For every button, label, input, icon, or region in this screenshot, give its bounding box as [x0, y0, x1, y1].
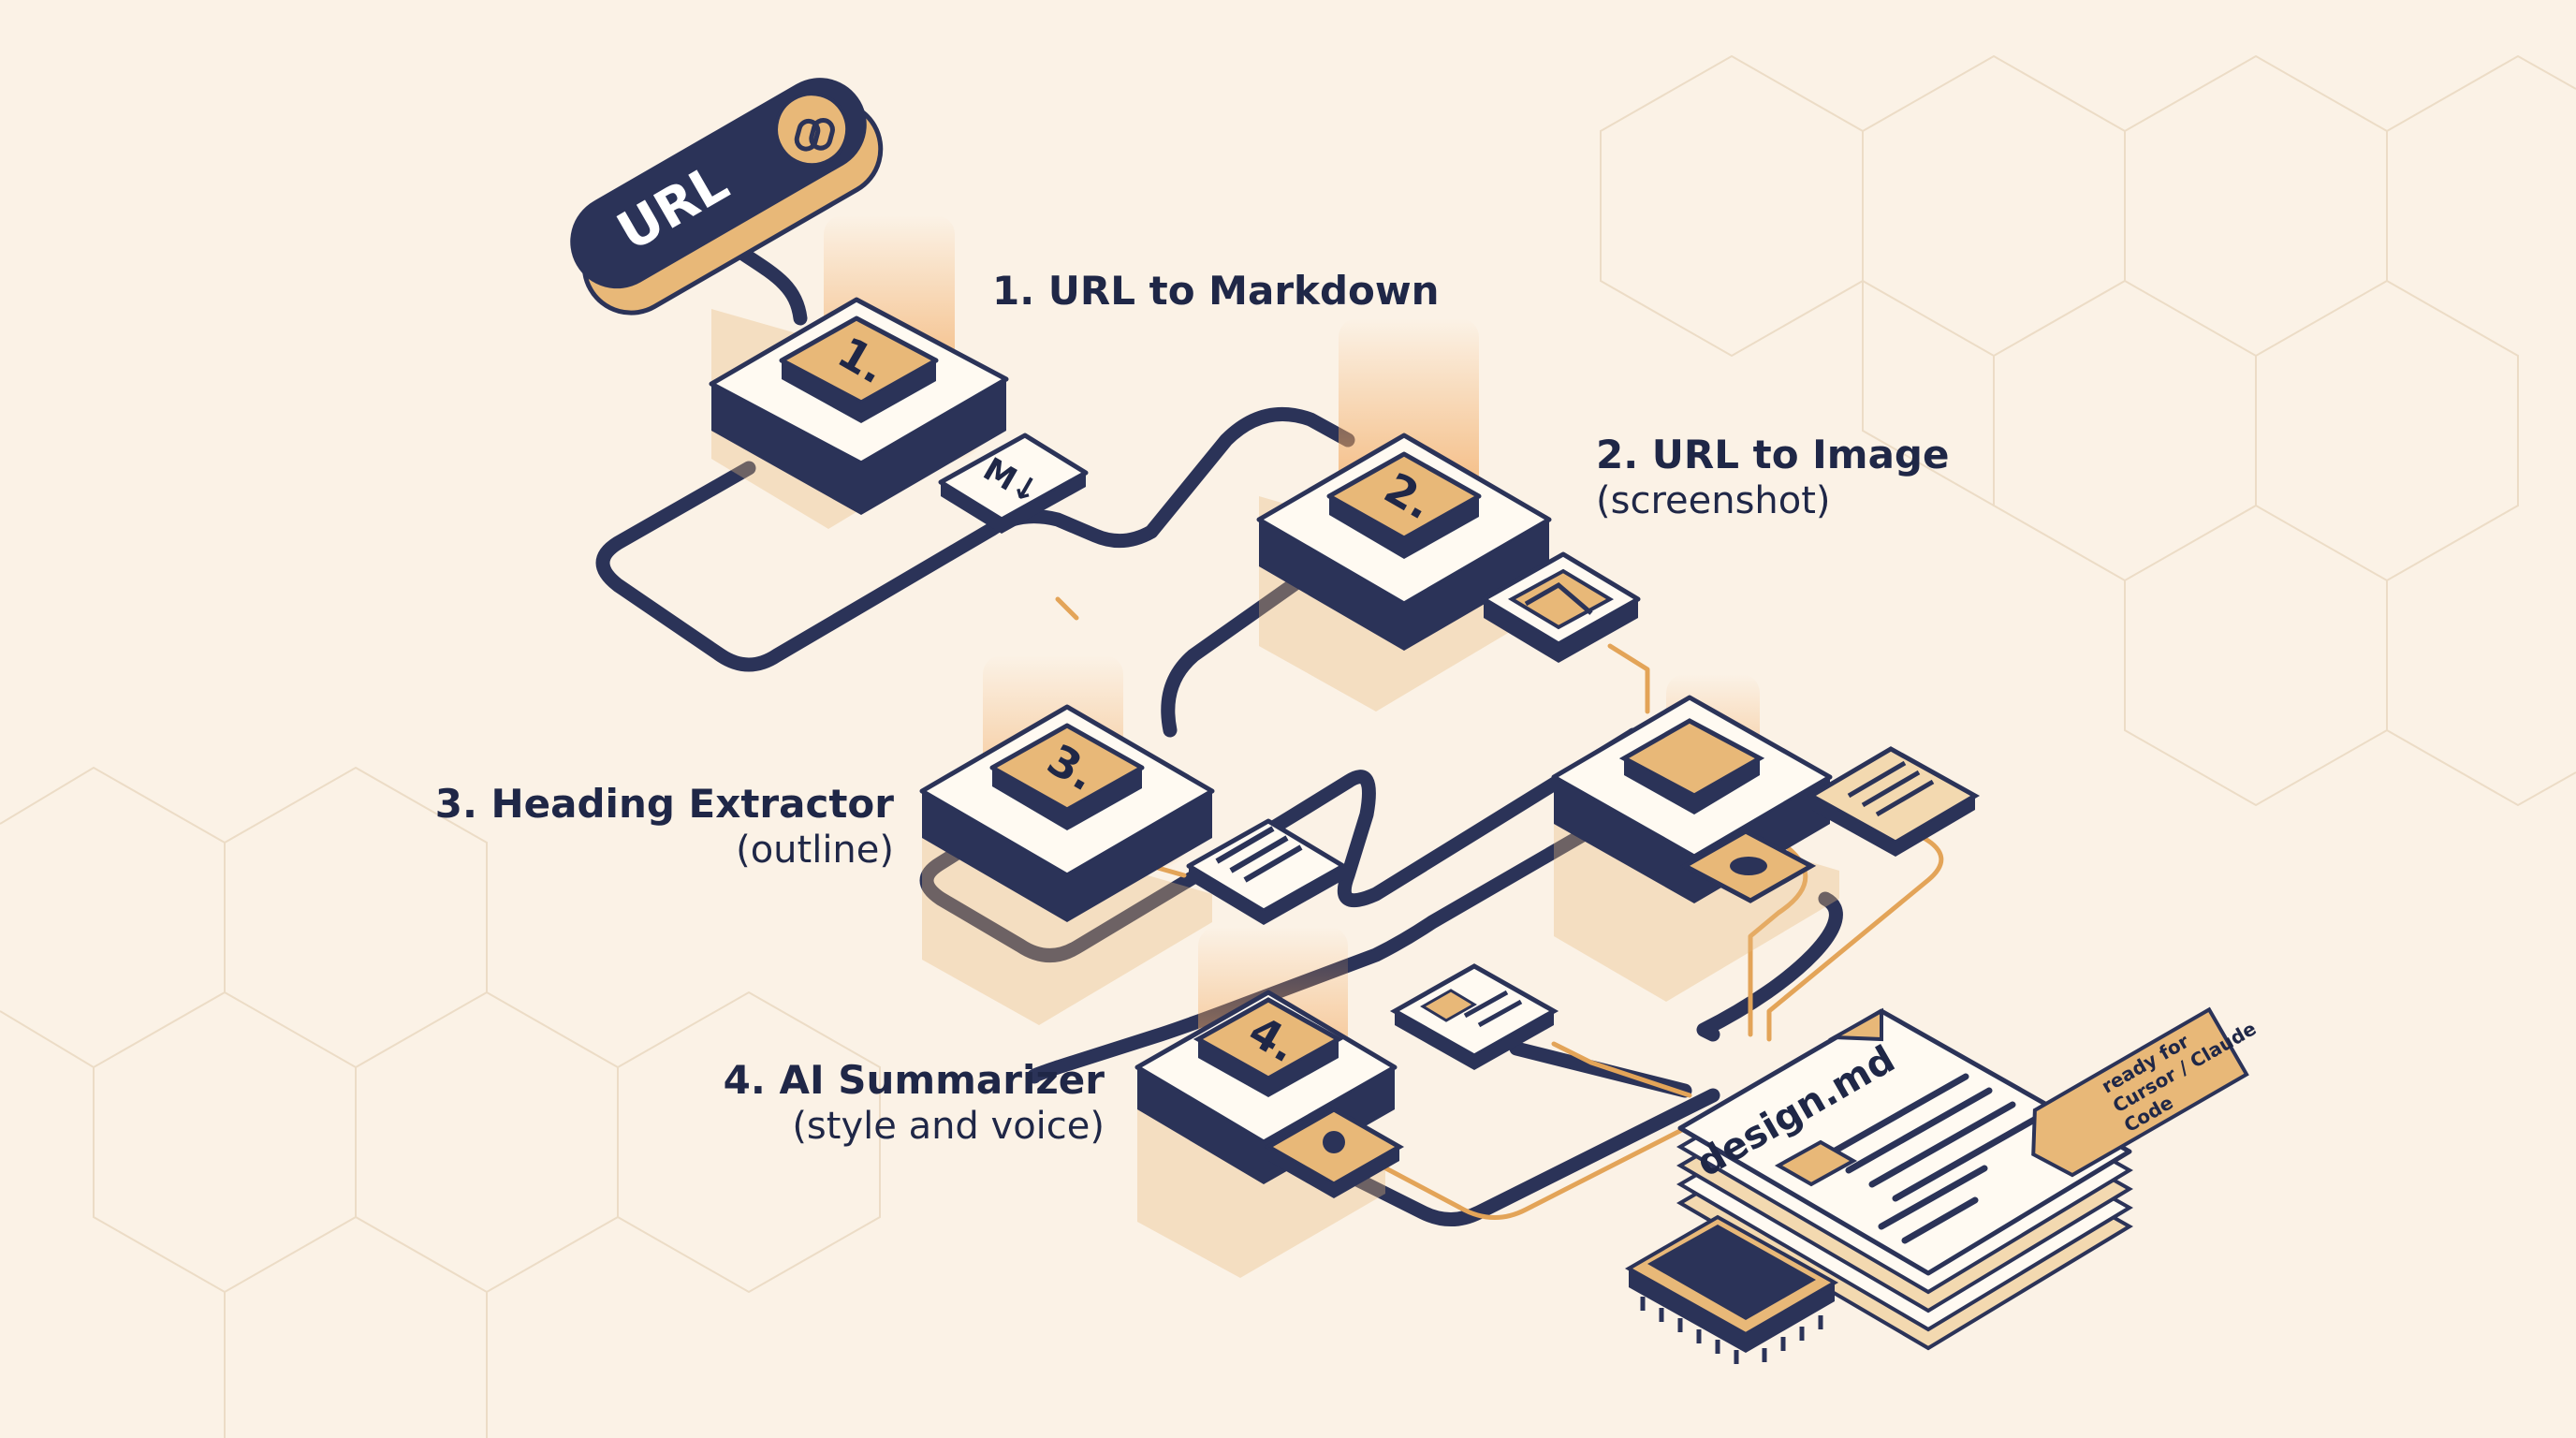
microchip-icon: [1624, 1214, 1839, 1364]
background-grid: [0, 54, 2576, 1438]
ready-tag: ready for Cursor / Claude Code: [2031, 1006, 2260, 1178]
list-chip: [1806, 746, 1981, 857]
chip-card-icon: [1263, 1107, 1405, 1198]
outline-icon: [1186, 818, 1346, 925]
image-icon: [1481, 551, 1641, 663]
step-2-subtitle: (screenshot): [1596, 479, 1831, 522]
eye-chip: [1679, 829, 1817, 903]
step-3-subtitle: (outline): [736, 829, 894, 872]
step-3-title: 3. Heading Extractor: [435, 781, 895, 827]
step-4-subtitle: (style and voice): [792, 1105, 1105, 1148]
step-2-node[interactable]: 2.: [1256, 433, 1552, 712]
markdown-file-icon: M↓: [938, 433, 1089, 534]
step-1-node[interactable]: 1.: [709, 297, 1009, 529]
step-4-title: 4. AI Summarizer: [724, 1057, 1105, 1103]
text-card-chip: [1389, 963, 1559, 1070]
step-1-title: 1. URL to Markdown: [992, 268, 1440, 314]
step-3-node[interactable]: 3.: [919, 704, 1215, 1025]
link-icon: [794, 118, 835, 152]
merge-node: [1551, 695, 1839, 1002]
step-2-title: 2. URL to Image: [1596, 432, 1949, 477]
step-labels: 1. URL to Markdown 2. URL to Image (scre…: [435, 268, 1950, 1148]
design-md-document-stack[interactable]: design.md: [1676, 1007, 2133, 1351]
